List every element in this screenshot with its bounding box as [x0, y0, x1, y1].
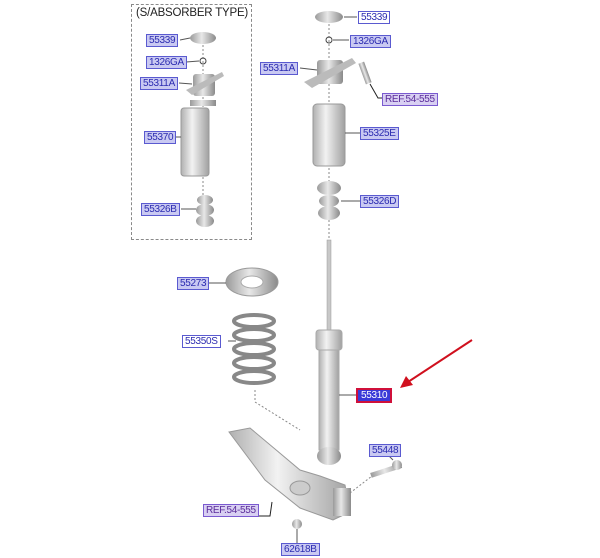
- part-label-55448[interactable]: 55448: [369, 444, 402, 457]
- part-label-55311A[interactable]: 55311A: [260, 62, 298, 75]
- absorber-type-inset: [131, 4, 252, 240]
- pointer-arrow: [400, 339, 473, 388]
- part-label-55311A-inset[interactable]: 55311A: [140, 77, 178, 90]
- part-label-55339-inset[interactable]: 55339: [146, 34, 179, 47]
- ref-label-top[interactable]: REF.54-555: [382, 93, 438, 106]
- part-label-55325E[interactable]: 55325E: [360, 127, 399, 140]
- part-label-55339[interactable]: 55339: [358, 11, 391, 24]
- part-label-55326D[interactable]: 55326D: [360, 195, 400, 208]
- inset-parts: [174, 32, 224, 227]
- inset-title: (S/ABSORBER TYPE): [136, 7, 249, 19]
- part-label-55370-inset[interactable]: 55370: [144, 131, 177, 144]
- part-label-55310-highlighted[interactable]: 55310: [356, 388, 393, 403]
- part-label-55326B-inset[interactable]: 55326B: [141, 203, 180, 216]
- part-label-1326GA[interactable]: 1326GA: [350, 35, 391, 48]
- part-label-55350S[interactable]: 55350S: [182, 335, 221, 348]
- part-label-62618B[interactable]: 62618B: [281, 543, 320, 556]
- part-label-55273[interactable]: 55273: [177, 277, 210, 290]
- part-label-1326GA-inset[interactable]: 1326GA: [146, 56, 187, 69]
- spring-assembly: [208, 267, 301, 431]
- ref-label-bottom[interactable]: REF.54-555: [203, 504, 259, 517]
- main-strut-assembly: [299, 11, 382, 465]
